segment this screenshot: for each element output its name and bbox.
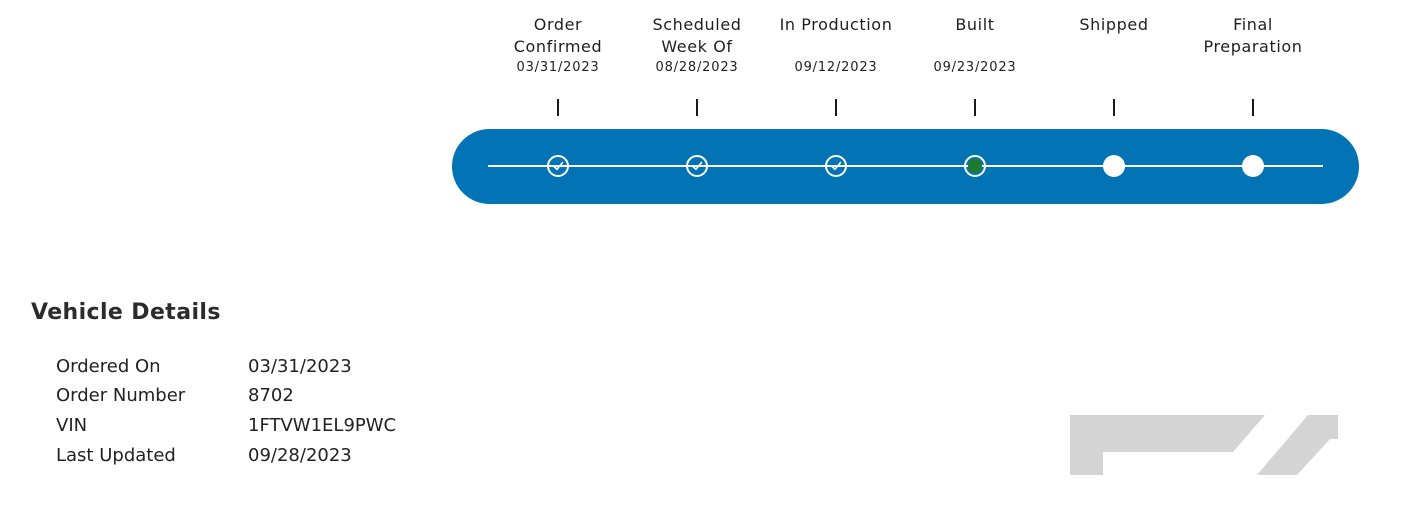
check-icon: [553, 161, 564, 171]
check-icon: [831, 161, 842, 171]
detail-label-ordered-on: Ordered On: [56, 356, 161, 377]
step-date-order-confirmed: 03/31/2023: [516, 60, 600, 75]
step-tick: [557, 99, 559, 116]
step-label-line2: Week Of: [661, 37, 733, 56]
step-node-in-production: [825, 155, 847, 177]
detail-value-order-number: 8702: [248, 385, 294, 406]
detail-value-ordered-on: 03/31/2023: [248, 356, 352, 377]
step-label-line1: Final: [1233, 15, 1273, 34]
step-tick: [974, 99, 976, 116]
vin-redaction: [410, 418, 455, 440]
current-step-dot: [968, 159, 982, 173]
step-label-final-preparation: Final Preparation: [1178, 14, 1328, 58]
step-node-order-confirmed: [547, 155, 569, 177]
detail-label-order-number: Order Number: [56, 385, 186, 406]
step-tick: [696, 99, 698, 116]
detail-value-last-updated: 09/28/2023: [248, 445, 352, 466]
step-label-line2: Confirmed: [513, 37, 603, 56]
step-label-line1: Scheduled: [652, 15, 742, 34]
step-tick: [1113, 99, 1115, 116]
step-label-built: Built: [900, 14, 1050, 36]
step-node-built: [964, 155, 986, 177]
step-label-in-production: In Production: [761, 14, 911, 36]
step-date-built: 09/23/2023: [933, 60, 1017, 75]
step-label-shipped: Shipped: [1039, 14, 1189, 36]
step-label-line1: Built: [955, 15, 995, 34]
step-label-line1: Order: [533, 15, 583, 34]
detail-label-last-updated: Last Updated: [56, 445, 176, 466]
background-logo-graphic: [1070, 415, 1338, 475]
step-label-order-confirmed: Order Confirmed: [483, 14, 633, 58]
step-tick: [835, 99, 837, 116]
step-date-in-production: 09/12/2023: [794, 60, 878, 75]
check-icon: [692, 161, 703, 171]
step-label-line1: Shipped: [1079, 15, 1149, 34]
step-date-scheduled-week-of: 08/28/2023: [655, 60, 739, 75]
step-label-line2: Preparation: [1203, 37, 1303, 56]
step-tick: [1252, 99, 1254, 116]
order-progress-line: [488, 165, 1323, 167]
step-label-scheduled-week-of: Scheduled Week Of: [622, 14, 772, 58]
detail-value-vin: 1FTVW1EL9PWC: [248, 415, 397, 436]
step-node-shipped: [1103, 155, 1125, 177]
detail-label-vin: VIN: [56, 415, 88, 436]
step-label-line1: In Production: [779, 15, 893, 34]
step-node-final-preparation: [1242, 155, 1264, 177]
step-node-scheduled-week-of: [686, 155, 708, 177]
vehicle-details-title: Vehicle Details: [31, 300, 221, 325]
